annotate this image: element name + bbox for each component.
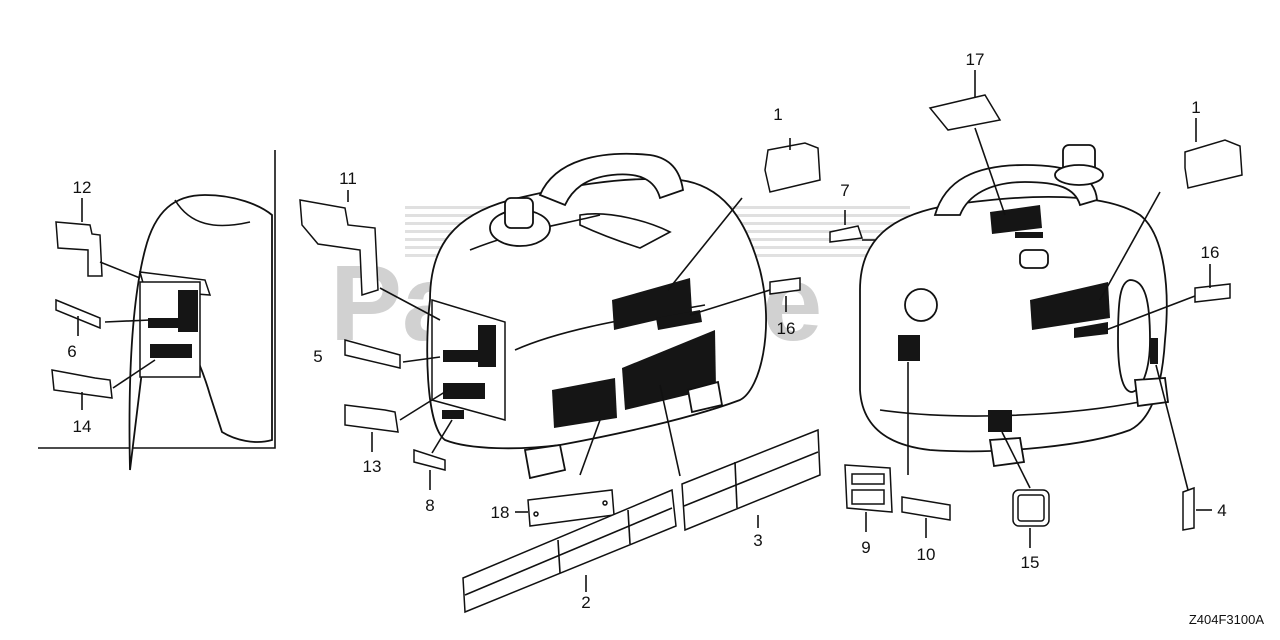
inset-label-dark-3 [150, 344, 192, 358]
gen2-exhaust [904, 288, 938, 322]
callout-6: 6 [67, 342, 76, 361]
gen1-foot-front [523, 443, 567, 480]
gen2-top-label-7 [1015, 232, 1043, 238]
callout-8: 8 [425, 496, 434, 515]
callout-2: 2 [581, 593, 590, 612]
part-15-inner [1017, 494, 1045, 522]
part-7 [829, 225, 864, 243]
callout-7: 7 [840, 181, 849, 200]
callout-16-right: 16 [1201, 243, 1220, 262]
part-8 [413, 448, 446, 471]
part-9-window [851, 473, 885, 485]
callout-14: 14 [73, 417, 92, 436]
generator-front-view: 11 5 13 8 18 2 3 1 16 7 [299, 105, 1030, 614]
part-3 [681, 428, 821, 532]
gen1-panel-label-2 [443, 350, 485, 362]
callout-5: 5 [313, 347, 322, 366]
gen2-vent [1019, 249, 1049, 269]
part-4 [1182, 486, 1195, 531]
part-13 [344, 404, 399, 433]
inset-part-6 [55, 298, 101, 330]
generator-rear-view: 17 1 16 4 9 10 15 [844, 50, 1243, 572]
gen1-panel-label-3 [443, 383, 485, 399]
gen1-fuel-cap [504, 197, 534, 229]
gen2-top-label-17 [990, 205, 1042, 234]
part-1-left [764, 142, 821, 193]
part-17 [928, 94, 1002, 131]
part-18-hole-left [533, 511, 539, 517]
inset-generator-body [128, 194, 273, 471]
inset-part-14 [51, 369, 113, 399]
callout-13: 13 [363, 457, 382, 476]
gen2-label-9 [898, 335, 920, 361]
callout-15: 15 [1021, 553, 1040, 572]
callout-1-left: 1 [773, 105, 782, 124]
drawing-code: Z404F3100A [1189, 612, 1264, 627]
gen1-foot-rear [686, 380, 724, 414]
callout-9: 9 [861, 538, 870, 557]
callout-3: 3 [753, 531, 762, 550]
gen1-top-recess [579, 213, 672, 249]
part-10 [901, 496, 951, 521]
inset-handle-edge [174, 199, 251, 227]
callout-4: 4 [1217, 501, 1226, 520]
callout-11: 11 [339, 169, 357, 188]
part-5 [344, 339, 401, 369]
gen1-panel-label-4 [442, 410, 464, 419]
gen1-side-label-2 [552, 378, 617, 428]
part-16-right [1194, 283, 1231, 303]
gen2-foot-rear [1133, 377, 1170, 408]
part-9-window-lower [851, 489, 885, 505]
gen2-side-grip [1117, 279, 1151, 393]
callout-16-left: 16 [777, 319, 796, 338]
gen2-label-4 [1150, 338, 1158, 364]
gen2-fuel-cap-base [1054, 164, 1104, 186]
callout-10: 10 [917, 545, 936, 564]
gen1-side-label-1 [612, 278, 692, 330]
inset-label-dark-2 [148, 318, 190, 328]
part-9 [844, 464, 893, 513]
part-1-right [1184, 139, 1243, 189]
part-11 [299, 199, 379, 297]
gen1-handle [538, 152, 685, 207]
callout-18: 18 [491, 503, 510, 522]
gen2-side-label-16 [1074, 322, 1108, 338]
part-18-hole-right [602, 500, 608, 506]
callout-17: 17 [966, 50, 985, 69]
inset-frame [38, 150, 276, 449]
callout-1-right: 1 [1191, 98, 1200, 117]
gen2-label-15 [988, 410, 1012, 432]
gen2-side-label-1 [1030, 282, 1110, 330]
inset-part-12 [55, 221, 103, 277]
detail-inset: 12 6 14 [38, 150, 276, 471]
callout-12: 12 [73, 178, 92, 197]
